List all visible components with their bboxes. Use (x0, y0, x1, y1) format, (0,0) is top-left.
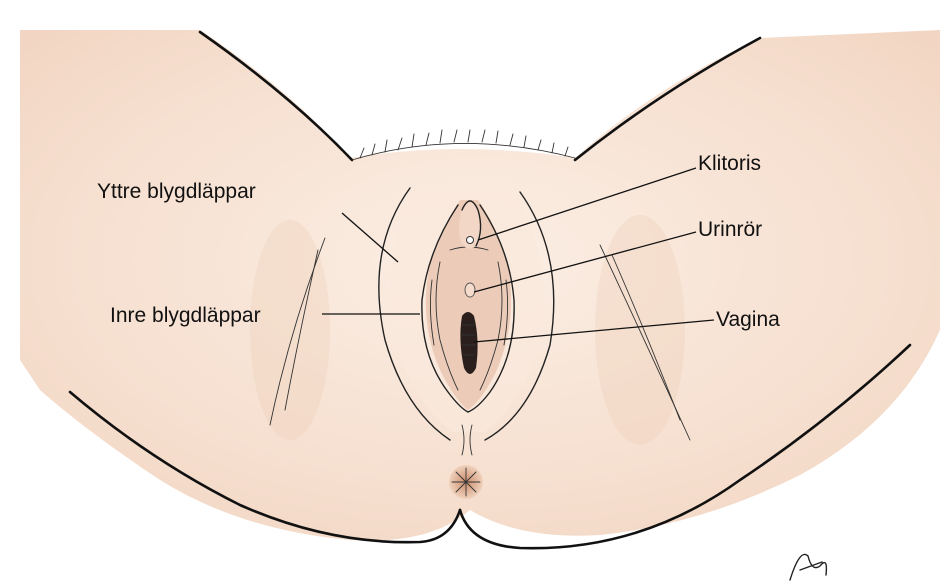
label-vagina: Vagina (716, 308, 780, 331)
urethra-shape (465, 283, 475, 297)
artist-signature (790, 554, 826, 580)
label-inner-labia: Inre blygdläppar (110, 304, 261, 327)
clitoris-shape (459, 201, 481, 249)
label-clitoris: Klitoris (698, 152, 761, 175)
label-urethra: Urinrör (698, 218, 762, 241)
label-outer-labia: Yttre blygdläppar (97, 180, 256, 203)
